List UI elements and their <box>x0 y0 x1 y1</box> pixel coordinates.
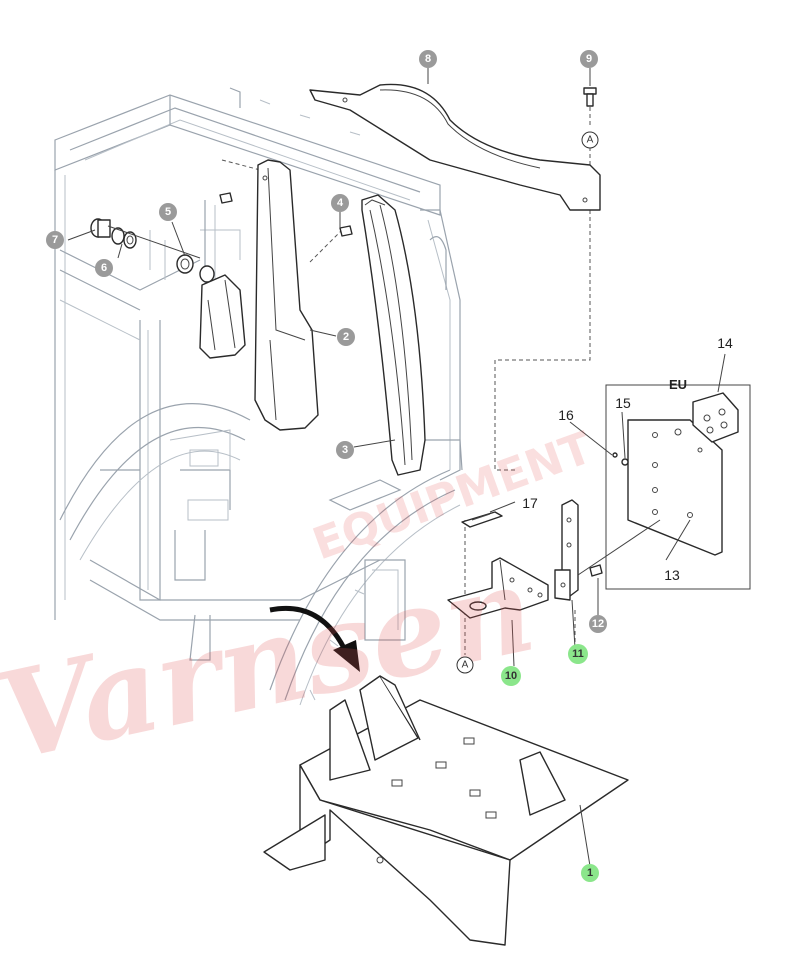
callout-9: 9 <box>580 50 598 68</box>
svg-text:4: 4 <box>337 197 344 209</box>
callout-8: 8 <box>419 50 437 68</box>
part-17-plate <box>461 511 503 528</box>
reference-a-bottom: A <box>456 656 474 674</box>
svg-text:A: A <box>462 660 469 671</box>
part-10-bracket <box>447 557 549 619</box>
part-12-bolt <box>589 564 603 577</box>
svg-text:8: 8 <box>425 53 431 65</box>
part-1-base-plate <box>263 675 629 946</box>
svg-text:6: 6 <box>101 262 107 274</box>
guide-lines <box>221 100 591 655</box>
label-17: 17 <box>522 495 538 511</box>
label-14: 14 <box>717 335 733 351</box>
fasteners-group <box>90 192 353 283</box>
callout-1: 1 <box>581 864 599 882</box>
part-3-pillar-trim <box>361 194 426 476</box>
svg-text:11: 11 <box>572 648 584 660</box>
reference-a-top: A <box>581 131 599 149</box>
part-11-bracket <box>554 499 579 601</box>
svg-text:7: 7 <box>52 234 58 246</box>
svg-text:5: 5 <box>165 206 171 218</box>
curved-arrow <box>269 605 360 672</box>
part-9-bolt <box>583 87 597 107</box>
svg-text:12: 12 <box>592 618 604 630</box>
callout-4: 4 <box>331 194 349 212</box>
eu-label: EU <box>669 377 687 392</box>
label-16: 16 <box>558 407 574 423</box>
label-13: 13 <box>664 567 680 583</box>
callout-2: 2 <box>337 328 355 346</box>
eu-box <box>577 384 751 590</box>
svg-text:A: A <box>587 135 594 146</box>
reference-markers: A A <box>456 131 599 674</box>
plain-labels: 13 14 15 16 17 EU <box>522 335 733 583</box>
svg-text:2: 2 <box>343 331 349 343</box>
callout-6: 6 <box>95 259 113 277</box>
leader-lines <box>67 68 726 867</box>
reservoir-bottle <box>199 274 246 359</box>
callout-12: 12 <box>589 615 607 633</box>
callouts: 1 2 3 4 5 6 7 8 <box>46 50 607 882</box>
callout-5: 5 <box>159 203 177 221</box>
svg-text:9: 9 <box>586 53 592 65</box>
part-8-roof-plate <box>309 83 601 211</box>
callout-3: 3 <box>336 441 354 459</box>
callout-10: 10 <box>501 666 521 686</box>
callout-7: 7 <box>46 231 64 249</box>
svg-text:10: 10 <box>505 670 517 682</box>
label-15: 15 <box>615 395 631 411</box>
part-2-trim-panel <box>254 159 319 431</box>
svg-text:3: 3 <box>342 444 348 456</box>
callout-11: 11 <box>568 644 588 664</box>
svg-text:1: 1 <box>587 867 593 879</box>
